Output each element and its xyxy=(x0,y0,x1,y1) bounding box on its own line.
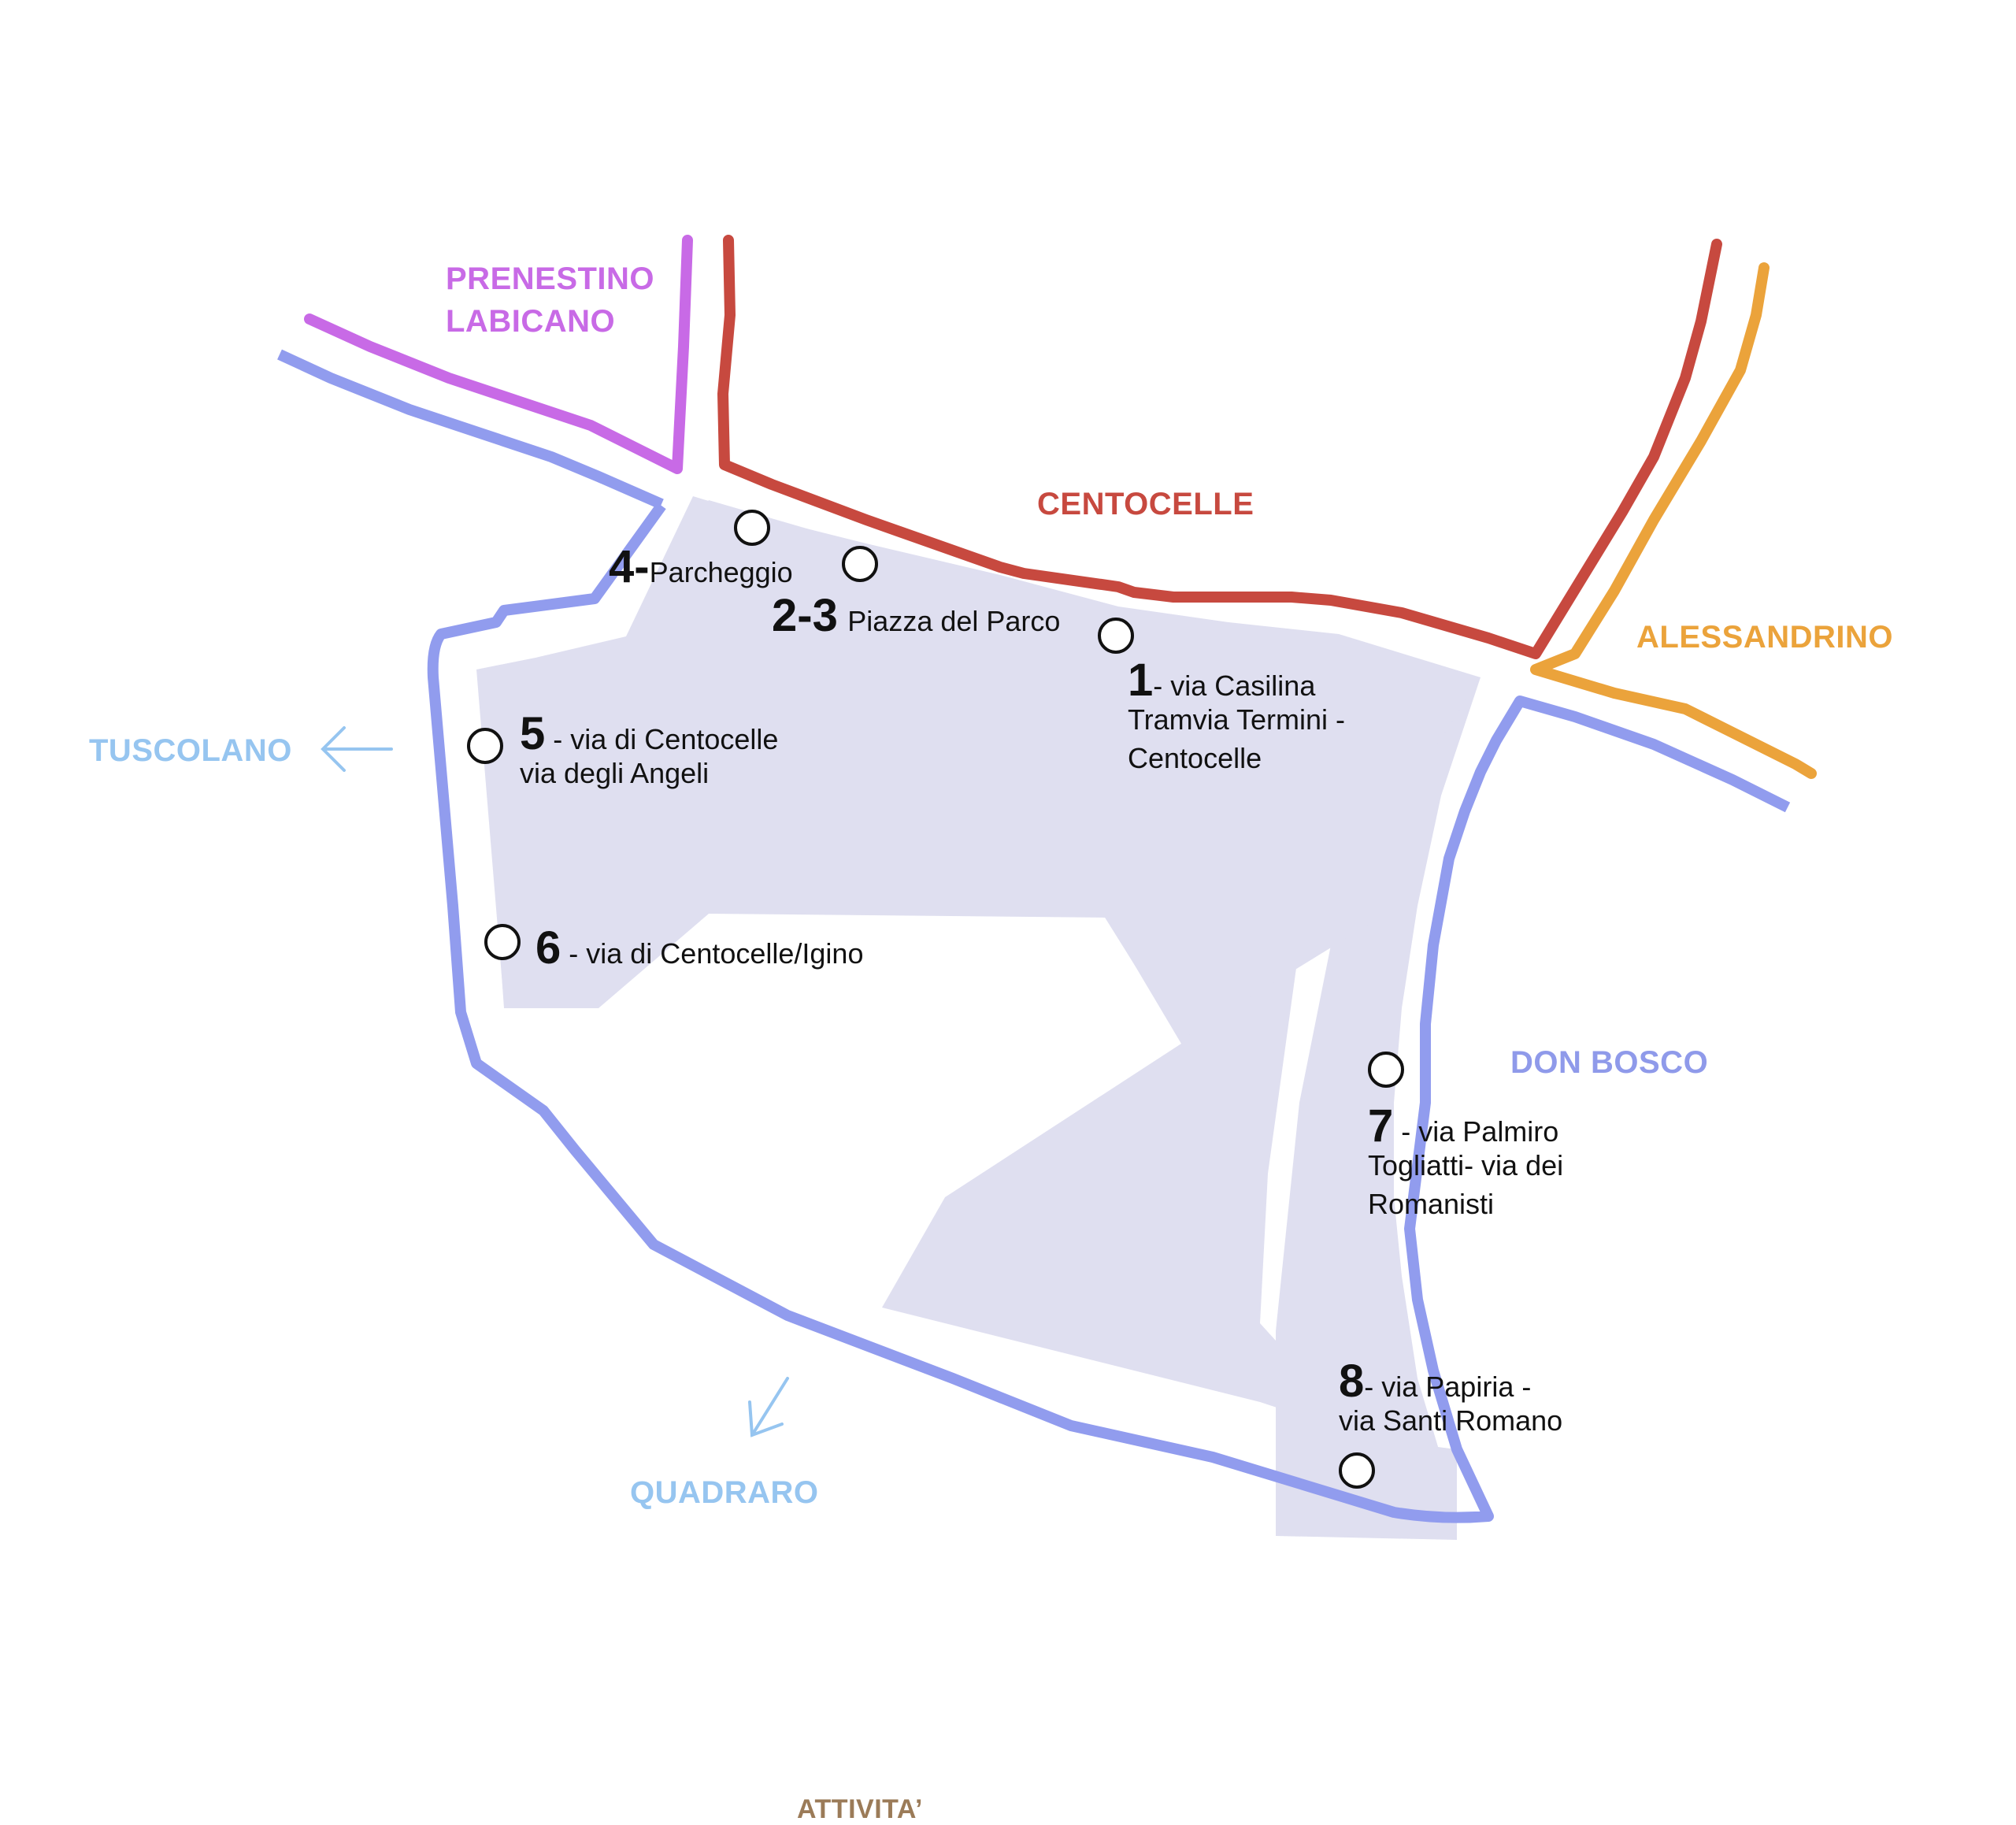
district-label-prenestino-2: LABICANO xyxy=(446,304,616,339)
stop-marker-b xyxy=(842,546,878,582)
stop-marker-a xyxy=(734,510,770,546)
road-prenestino xyxy=(304,235,693,474)
stop-number: 7 xyxy=(1368,1100,1394,1152)
stop-marker-1 xyxy=(1098,618,1134,654)
stop-label-6: 6 - via di Centocelle/Igino xyxy=(536,922,863,974)
district-label-tuscolano: TUSCOLANO xyxy=(89,733,292,768)
district-label-alessandrino: ALESSANDRINO xyxy=(1636,620,1894,655)
park-area-upper xyxy=(476,496,1480,1040)
district-label-don-bosco: DON BOSCO xyxy=(1510,1045,1709,1080)
stop-label-4: 4-Parcheggio xyxy=(609,540,793,593)
district-label-prenestino-1: PRENESTINO xyxy=(446,262,655,296)
stop-name-line2: Togliatti- via dei xyxy=(1368,1149,1564,1181)
stop-name: - via di Centocelle/Igino xyxy=(561,937,864,970)
stop-number: 2-3 xyxy=(772,590,838,641)
stop-name-line3: Centocelle xyxy=(1128,742,1262,774)
stop-name-line2: via Santi Romano xyxy=(1339,1404,1563,1437)
stop-name-line1: - via Palmiro xyxy=(1393,1115,1559,1148)
road-blue-northwest xyxy=(277,349,664,510)
stop-name-line2: Tramvia Termini - xyxy=(1128,703,1346,736)
park-area-right xyxy=(1276,677,1480,1540)
stop-marker-6 xyxy=(484,924,521,960)
stop-name-line3: Romanisti xyxy=(1368,1188,1495,1220)
stop-name-line1: - via Papiria - xyxy=(1364,1371,1532,1403)
stop-marker-8 xyxy=(1339,1452,1375,1489)
stop-number: 5 xyxy=(520,708,546,759)
stop-number: 1 xyxy=(1128,655,1154,706)
stop-number: 4- xyxy=(609,541,650,592)
stop-marker-7 xyxy=(1368,1052,1404,1088)
road-centocelle xyxy=(717,235,1722,659)
stop-marker-5 xyxy=(467,728,503,764)
stop-label-8: 8- via Papiria - via Santi Romano xyxy=(1339,1355,1562,1440)
stop-name-line1: - via Casilina xyxy=(1153,670,1316,702)
stop-name: Piazza del Parco xyxy=(847,605,1061,637)
district-label-quadraro: QUADRARO xyxy=(630,1475,819,1510)
stop-label-7: 7 - via Palmiro Togliatti- via dei Roman… xyxy=(1368,1100,1563,1223)
stop-name-line2: via degli Angeli xyxy=(520,757,710,789)
stop-name-line1: - via di Centocelle xyxy=(545,723,779,755)
district-label-centocelle: CENTOCELLE xyxy=(1037,487,1254,521)
stop-number: 8 xyxy=(1339,1356,1365,1407)
stop-label-1: 1- via Casilina Tramvia Termini - Centoc… xyxy=(1128,654,1345,777)
stop-number: 6 xyxy=(536,922,561,974)
arrow-left-icon xyxy=(321,726,393,772)
road-alessandrino xyxy=(1530,262,1817,779)
stop-label-5: 5 - via di Centocelle via degli Angeli xyxy=(520,707,778,792)
stop-name: Parcheggio xyxy=(649,556,793,588)
arrow-down-left-icon xyxy=(748,1377,789,1437)
boundary-road-blue xyxy=(427,502,1791,1523)
footer-label-attivita: ATTIVITA’ xyxy=(797,1794,924,1824)
stop-label-2-3: 2-3 Piazza del Parco xyxy=(772,589,1060,642)
